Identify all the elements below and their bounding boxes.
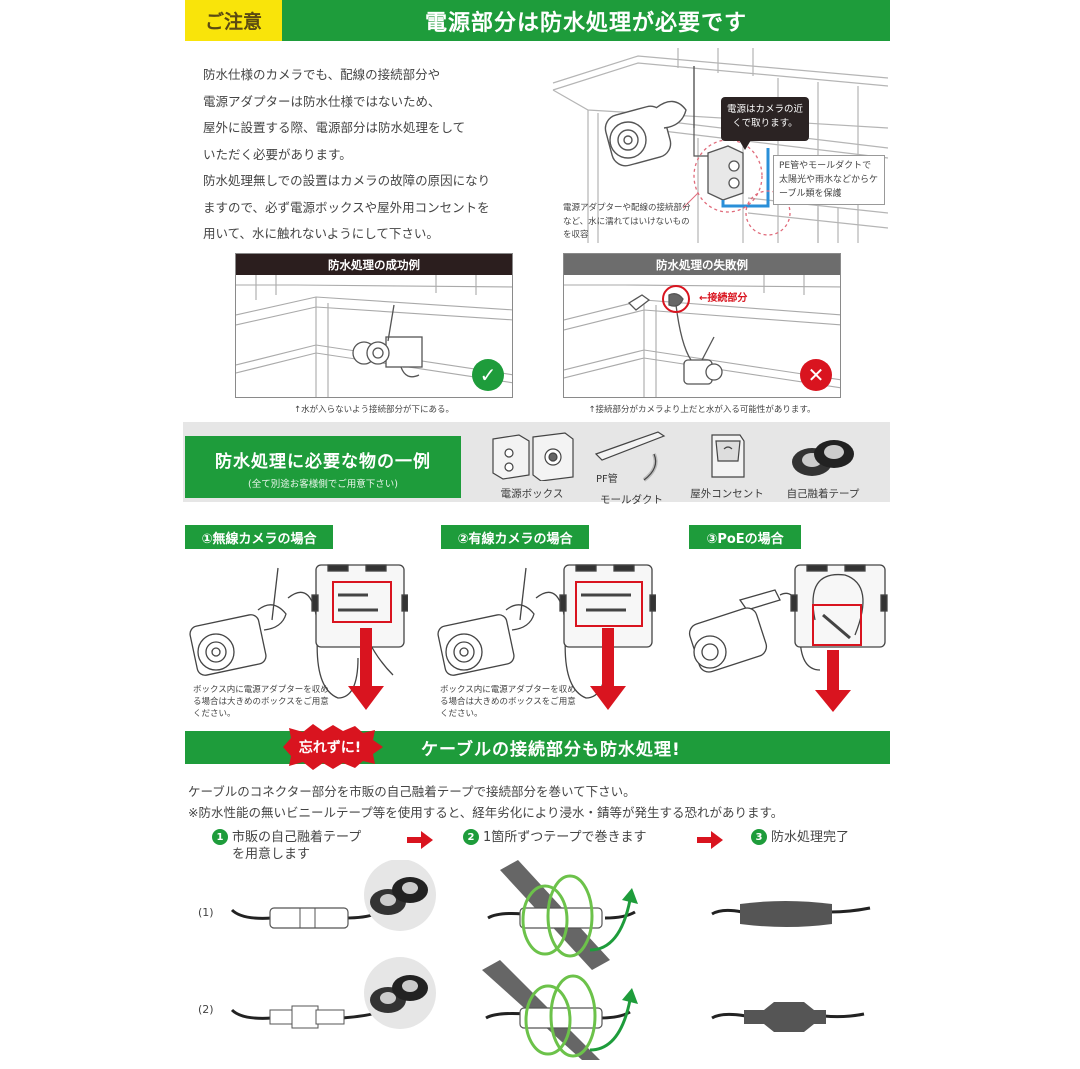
arrow-right-icon <box>407 831 433 849</box>
failure-example-caption: ↑接続部分がカメラより上だと水が入る可能性があります。 <box>588 405 816 415</box>
cable-instructions: ケーブルのコネクター部分を市販の自己融着テープで接続部分を巻いて下さい。 ※防水… <box>188 781 783 823</box>
case-poe-tag: ③PoEの場合 <box>689 525 801 549</box>
mall-duct-icon <box>594 431 666 482</box>
dont-forget-label: 忘れずに! <box>298 740 362 756</box>
intro-line: ますので、必ず電源ボックスや屋外用コンセントを <box>203 199 490 215</box>
step-label: 市販の自己融着テープ <box>232 830 362 845</box>
intro-line: 電源アダプターは防水仕様ではないため、 <box>203 93 441 109</box>
needed-items-title: 防水処理に必要な物の一例 <box>215 452 431 472</box>
item-label-duct: モールダクト <box>600 494 663 506</box>
row-label-2: (2) <box>198 1003 214 1016</box>
step-2: 2 1箇所ずつテープで巻きます <box>463 829 647 846</box>
item-outdoor-outlet: 屋外コンセント <box>682 430 772 501</box>
intro-line: 用いて、水に触れないようにして下さい。 <box>203 226 439 241</box>
caution-tag: ご注意 <box>185 0 282 41</box>
case-wireless-tag: ①無線カメラの場合 <box>185 525 333 549</box>
box-note: 電源アダプターや配線の接続部分など、水に濡れてはいけないものを収容 <box>563 203 691 240</box>
item-label: 自己融着テープ <box>786 488 860 500</box>
cable-instruction-line: ケーブルのコネクター部分を市販の自己融着テープで接続部分を巻いて下さい。 <box>188 784 636 799</box>
failure-camera-illustration <box>564 275 840 397</box>
callout-bubble: 電源はカメラの近くで取ります。 <box>721 97 809 150</box>
check-icon: ✓ <box>472 359 504 391</box>
intro-text: 防水仕様のカメラでも、配線の接続部分や 電源アダプターは防水仕様ではないため、 … <box>203 62 543 248</box>
item-label: 電源ボックス <box>500 488 564 500</box>
case-wired-tag: ②有線カメラの場合 <box>441 525 589 549</box>
tape-wrapping-illustrations <box>230 860 871 1060</box>
wired-case-caption: ボックス内に電源アダプターを収める場合は大きめのボックスをご用意ください。 <box>440 685 576 719</box>
step-label: 防水処理完了 <box>771 830 850 845</box>
cable-warning-line: ※防水性能の無いビニールテープ等を使用すると、経年劣化により浸水・錆等が発生する… <box>188 805 784 820</box>
step-label-2: を用意します <box>232 847 311 862</box>
page-title: 電源部分は防水処理が必要です <box>282 0 890 41</box>
step-number: 3 <box>751 829 767 845</box>
needed-items-title-box: 防水処理に必要な物の一例 (全て別途お客様側でご用意下さい) <box>185 436 461 498</box>
junction-box-icon <box>492 432 574 481</box>
item-label-pf: PF管 <box>596 474 618 485</box>
intro-line: 防水処理無しでの設置はカメラの故障の原因になり <box>203 173 491 188</box>
wireless-case-illustration <box>189 564 408 710</box>
outdoor-outlet-icon <box>711 434 745 478</box>
duct-note: PE管やモールダクトで太陽光や雨水などからケーブル類を保護 <box>773 155 885 205</box>
wireless-case-caption: ボックス内に電源アダプターを収める場合は大きめのボックスをご用意ください。 <box>193 685 329 719</box>
joint-label: ←接続部分 <box>699 293 748 304</box>
step-3: 3 防水処理完了 <box>751 829 849 846</box>
item-label: 屋外コンセント <box>690 488 764 500</box>
row-label-1: (1) <box>198 906 214 919</box>
step-1: 1 市販の自己融着テープ を用意します <box>212 829 361 863</box>
step-number: 1 <box>212 829 228 845</box>
needed-items-subtitle: (全て別途お客様側でご用意下さい) <box>248 479 398 490</box>
item-pipe-duct: PF管 モールダクト <box>592 430 672 506</box>
step-number: 2 <box>463 829 479 845</box>
success-example-panel: 防水処理の成功例 ✓ <box>235 253 513 398</box>
success-example-caption: ↑水が入らないよう接続部分が下にある。 <box>294 405 454 415</box>
failure-example-panel: 防水処理の失敗例 ←接続部分 ✕ <box>563 253 841 398</box>
header-bar: ご注意 電源部分は防水処理が必要です <box>185 0 890 41</box>
self-fusing-tape-icon <box>792 440 854 476</box>
success-camera-illustration <box>236 275 512 397</box>
item-tape: 自己融着テープ <box>778 430 868 501</box>
failure-example-title: 防水処理の失敗例 <box>564 254 840 275</box>
intro-line: 防水仕様のカメラでも、配線の接続部分や <box>203 67 441 82</box>
step-label: 1箇所ずつテープで巻きます <box>483 830 647 845</box>
item-junction-box: 電源ボックス <box>488 430 576 501</box>
starburst-icon <box>283 724 383 770</box>
intro-line: いただく必要があります。 <box>203 146 352 162</box>
intro-line: 屋外に設置する際、電源部分は防水処理をして <box>203 120 466 135</box>
success-example-title: 防水処理の成功例 <box>236 254 512 275</box>
arrow-right-icon <box>697 831 723 849</box>
wired-case-illustration <box>437 564 656 710</box>
house-installation-illustration <box>552 48 888 243</box>
cross-icon: ✕ <box>800 359 832 391</box>
poe-case-illustration <box>688 564 888 712</box>
